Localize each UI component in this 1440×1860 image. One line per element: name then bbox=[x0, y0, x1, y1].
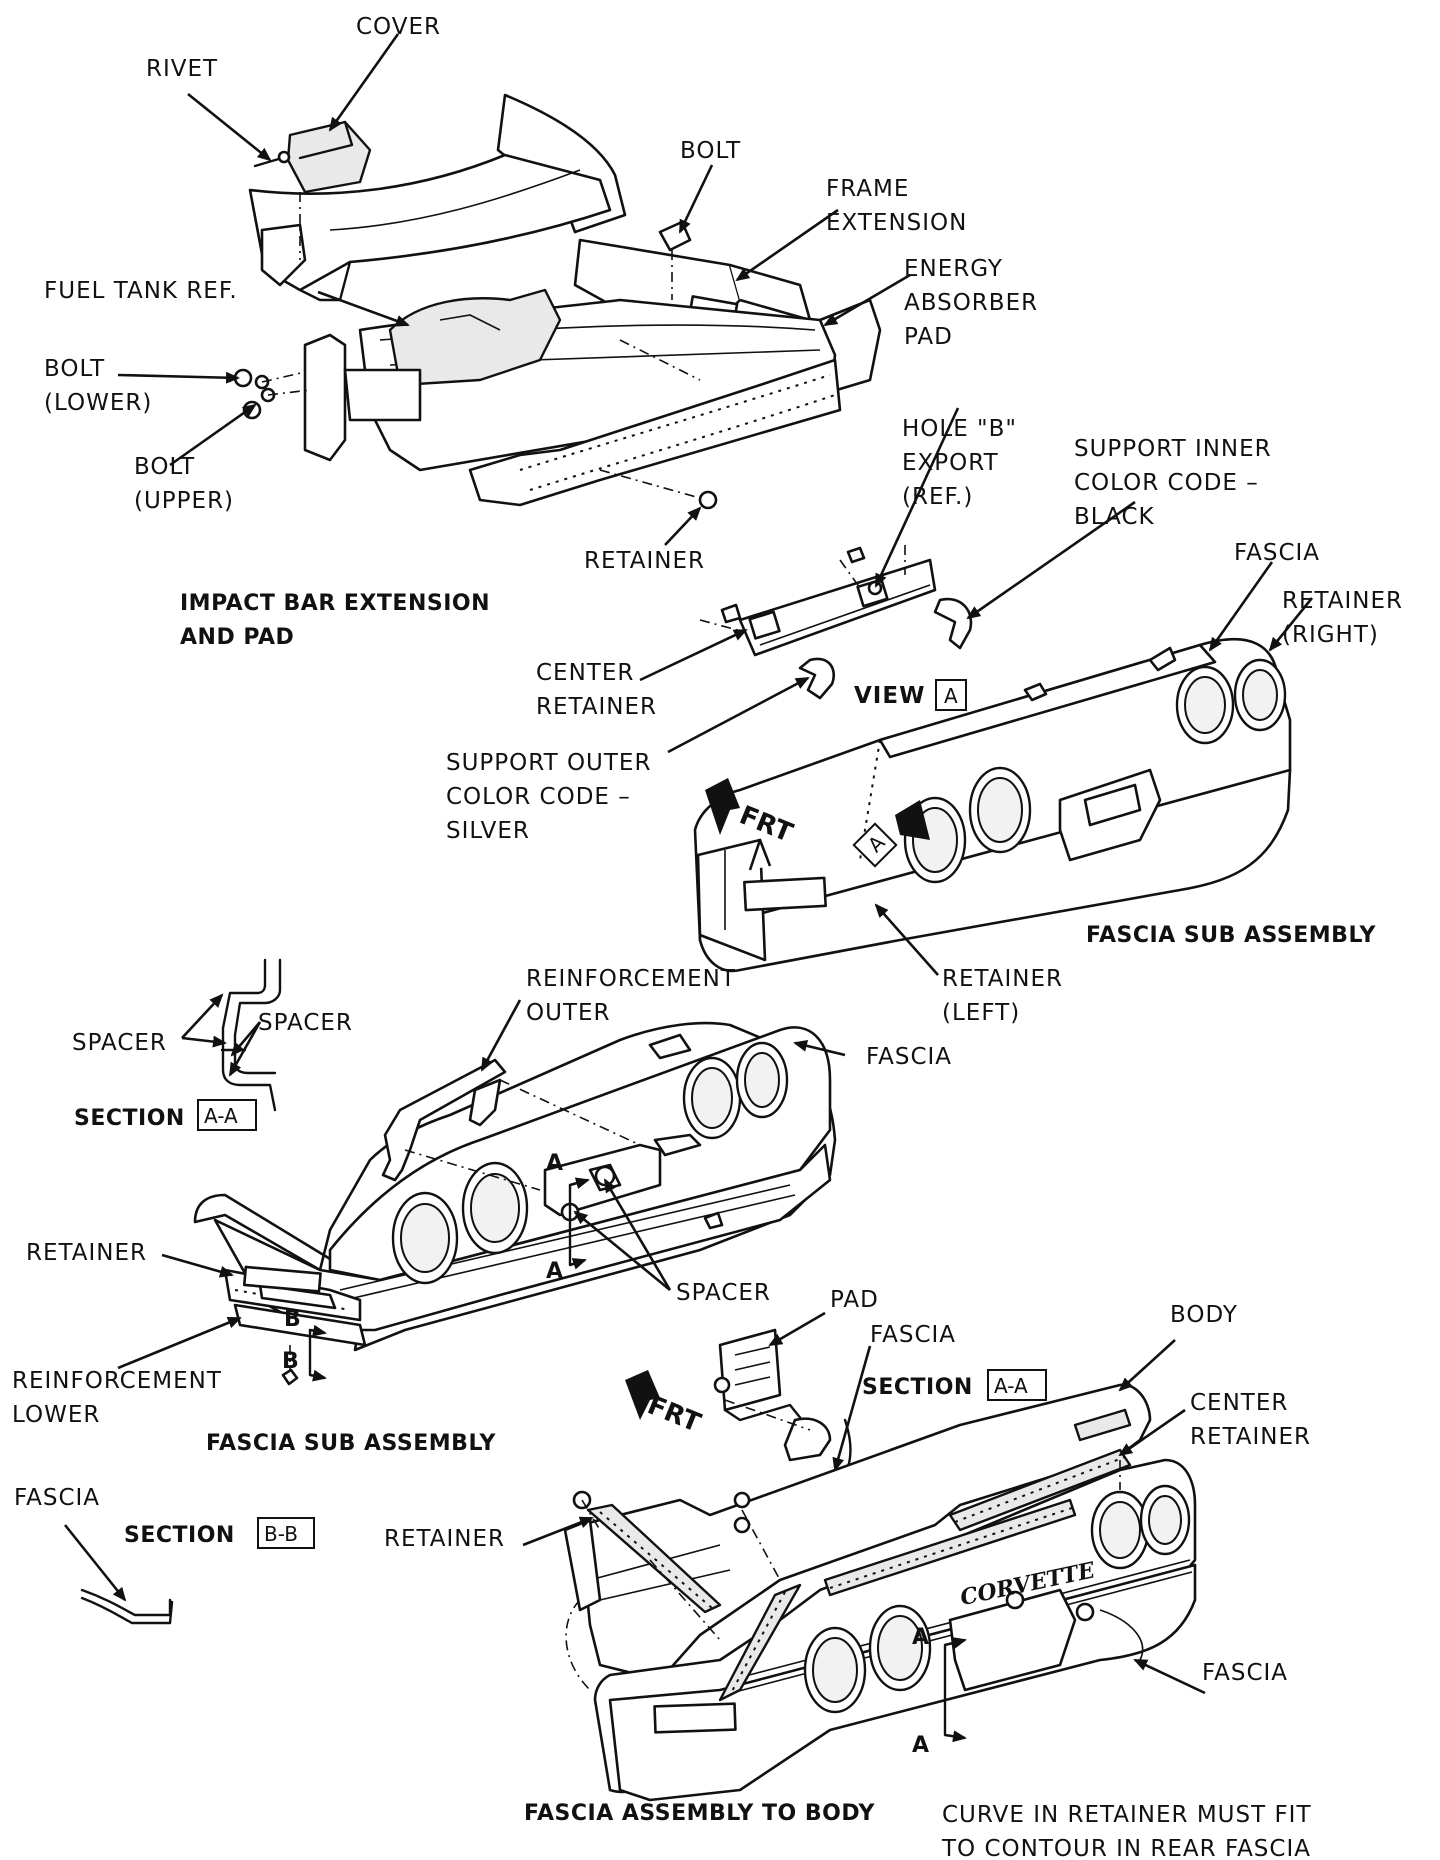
label-center-retainer-bottom-line2: RETAINER bbox=[1190, 1424, 1311, 1450]
label-center-retainer-top-line1: CENTER bbox=[536, 660, 634, 686]
part-labels: COVER RIVET BOLT FRAME EXTENSION ENERGY … bbox=[12, 14, 1403, 1860]
section-aa-top-box-text: A-A bbox=[204, 1104, 238, 1128]
label-support-outer-line3: SILVER bbox=[446, 818, 530, 844]
label-rivet: RIVET bbox=[146, 56, 218, 82]
section-a-letter-bottom-upper: A bbox=[912, 1625, 930, 1650]
label-support-inner-line1: SUPPORT INNER bbox=[1074, 436, 1272, 462]
label-body: BODY bbox=[1170, 1302, 1238, 1328]
label-spacer-b: SPACER bbox=[258, 1010, 353, 1036]
label-curve-note-line2: TO CONTOUR IN REAR FASCIA bbox=[941, 1836, 1311, 1860]
section-aa-top-box bbox=[197, 1099, 257, 1131]
label-reinforcement-lower-line2: LOWER bbox=[12, 1402, 100, 1428]
label-reinforcement-lower-line1: REINFORCEMENT bbox=[12, 1368, 222, 1394]
section-a-letter-mid-upper: A bbox=[546, 1151, 564, 1176]
assembly-titles: IMPACT BAR EXTENSION AND PAD FASCIA SUB … bbox=[180, 591, 1377, 1826]
label-hole-b-line3: (REF.) bbox=[902, 484, 973, 510]
label-fascia-bottom: FASCIA bbox=[1202, 1660, 1288, 1686]
label-section-aa-top: SECTION bbox=[74, 1106, 185, 1131]
label-curve-note-line1: CURVE IN RETAINER MUST FIT bbox=[942, 1802, 1312, 1828]
label-fuel-tank-ref: FUEL TANK REF. bbox=[44, 278, 238, 304]
label-support-inner-line3: BLACK bbox=[1074, 504, 1155, 530]
label-reinforcement-outer-line1: REINFORCEMENT bbox=[526, 966, 736, 992]
section-refs: A A-A A-A B-B A A B B A A bbox=[197, 679, 1047, 1758]
label-spacer-mid: SPACER bbox=[676, 1280, 771, 1306]
label-retainer-left-line1: RETAINER bbox=[942, 966, 1063, 992]
title-fascia-assembly-to-body: FASCIA ASSEMBLY TO BODY bbox=[524, 1801, 875, 1826]
label-section-bb: SECTION bbox=[124, 1523, 235, 1548]
label-energy-absorber-line1: ENERGY bbox=[904, 256, 1003, 282]
label-bolt-lower-line1: BOLT bbox=[44, 356, 105, 382]
leaders-top bbox=[117, 33, 911, 546]
label-center-retainer-top-line2: RETAINER bbox=[536, 694, 657, 720]
label-energy-absorber-line3: PAD bbox=[904, 324, 953, 350]
section-a-a-top-illustration bbox=[181, 958, 282, 1112]
leaders-bottom bbox=[522, 1311, 1206, 1695]
section-b-letter-lower: B bbox=[282, 1349, 299, 1374]
section-b-b-illustration bbox=[63, 1524, 174, 1625]
label-retainer-left-line2: (LEFT) bbox=[942, 1000, 1020, 1026]
label-fascia-left: FASCIA bbox=[14, 1485, 100, 1511]
label-frame-extension-line2: EXTENSION bbox=[826, 210, 967, 236]
label-cover: COVER bbox=[356, 14, 441, 40]
label-energy-absorber-line2: ABSORBER bbox=[904, 290, 1038, 316]
frt-arrow-icon bbox=[625, 1370, 660, 1420]
title-impact-bar-line1: IMPACT BAR EXTENSION bbox=[180, 591, 490, 616]
section-a-letter-mid-lower: A bbox=[546, 1259, 564, 1284]
label-retainer-right-line2: (RIGHT) bbox=[1282, 622, 1379, 648]
label-fascia-top: FASCIA bbox=[1234, 540, 1320, 566]
view-a-illustration bbox=[699, 545, 973, 700]
label-center-retainer-bottom-line1: CENTER bbox=[1190, 1390, 1288, 1416]
label-view-a: VIEW bbox=[854, 683, 925, 709]
view-a-box bbox=[935, 679, 967, 711]
label-support-outer-line2: COLOR CODE – bbox=[446, 784, 631, 810]
section-aa-lower-box-text: A-A bbox=[994, 1374, 1028, 1398]
view-a-box-letter: A bbox=[944, 684, 958, 708]
fascia-sub-assembly-top-illustration: A bbox=[693, 637, 1292, 973]
label-section-aa-lower: SECTION bbox=[862, 1375, 973, 1400]
label-bolt-upper-line1: BOLT bbox=[134, 454, 195, 480]
fascia-assembly-to-body-illustration: CORVETTE bbox=[563, 1383, 1197, 1802]
section-bb-box-text: B-B bbox=[264, 1522, 298, 1546]
label-retainer-top: RETAINER bbox=[584, 548, 705, 574]
section-bb-box bbox=[257, 1517, 315, 1549]
section-b-letter-upper: B bbox=[284, 1307, 301, 1332]
label-fascia-mid: FASCIA bbox=[866, 1044, 952, 1070]
title-impact-bar-line2: AND PAD bbox=[180, 625, 294, 650]
label-retainer-right-line1: RETAINER bbox=[1282, 588, 1403, 614]
section-aa-lower-box bbox=[987, 1369, 1047, 1401]
label-frt-bottom: FRT bbox=[643, 1390, 705, 1438]
title-fascia-sub-assembly-mid: FASCIA SUB ASSEMBLY bbox=[206, 1431, 497, 1456]
label-hole-b-line1: HOLE "B" bbox=[902, 416, 1017, 442]
impact-bar-illustration bbox=[233, 93, 882, 510]
label-support-outer-line1: SUPPORT OUTER bbox=[446, 750, 651, 776]
section-a-a-lower-illustration bbox=[713, 1328, 852, 1482]
label-bolt-upper-line2: (UPPER) bbox=[134, 488, 234, 514]
fascia-sub-assembly-mid-illustration bbox=[193, 1021, 837, 1386]
label-spacer-a: SPACER bbox=[72, 1030, 167, 1056]
label-bolt: BOLT bbox=[680, 138, 741, 164]
label-retainer-bottom: RETAINER bbox=[384, 1526, 505, 1552]
title-fascia-sub-assembly-top: FASCIA SUB ASSEMBLY bbox=[1086, 923, 1377, 948]
leaders-mid bbox=[117, 999, 846, 1370]
label-frame-extension-line1: FRAME bbox=[826, 176, 909, 202]
section-a-letter-bottom-lower: A bbox=[912, 1733, 930, 1758]
label-hole-b-line2: EXPORT bbox=[902, 450, 999, 476]
label-reinforcement-outer-line2: OUTER bbox=[526, 1000, 611, 1026]
label-support-inner-line2: COLOR CODE – bbox=[1074, 470, 1259, 496]
leaders-view-a bbox=[639, 407, 1314, 976]
label-retainer-mid: RETAINER bbox=[26, 1240, 147, 1266]
label-fascia-detail: FASCIA bbox=[870, 1322, 956, 1348]
label-pad: PAD bbox=[830, 1287, 879, 1313]
label-bolt-lower-line2: (LOWER) bbox=[44, 390, 152, 416]
